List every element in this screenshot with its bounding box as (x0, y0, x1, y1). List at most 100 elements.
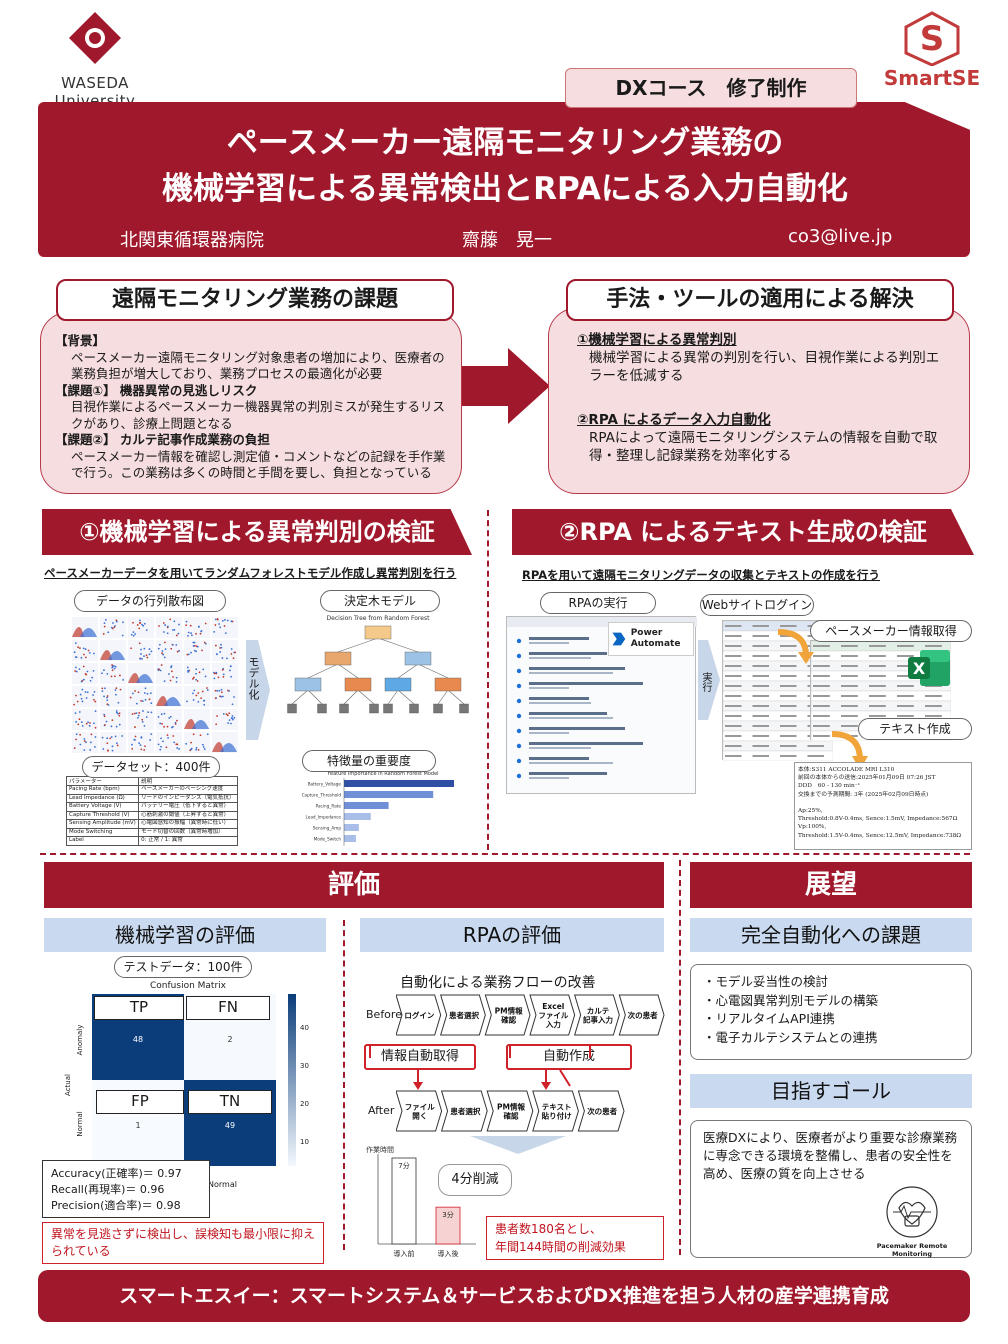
scatter-point (134, 690, 136, 692)
scatter-point (103, 713, 106, 716)
grid-cell (869, 675, 886, 677)
grid-cell (780, 645, 797, 647)
scatter-point (102, 748, 105, 750)
scatter-point (141, 721, 144, 723)
scatter-cell (100, 686, 126, 707)
scatter-point (214, 644, 217, 647)
table-cell: 心筋刺激の閾値（上昇すると異常） (138, 810, 238, 820)
auto-fetch-label: 情報自動取得 (364, 1044, 476, 1070)
scatter-point (80, 721, 83, 724)
scatter-point (76, 700, 79, 703)
rpa-eval-heading: RPAの評価 (360, 918, 664, 952)
scatter-point (199, 734, 202, 737)
reduction-badge: 4分削減 (438, 1164, 512, 1196)
scatter-density (128, 673, 140, 683)
scatter-point (89, 741, 92, 744)
scatter-point (133, 738, 136, 741)
scatter-point (118, 714, 121, 717)
scatter-point (81, 688, 84, 691)
tree-tag: 決定木モデル (320, 590, 440, 612)
scatter-point (192, 641, 195, 644)
scatter-point (202, 743, 204, 746)
scatter-point (77, 646, 79, 649)
grid-cell (869, 665, 886, 667)
pa-step-line (529, 772, 607, 775)
grid-cell (897, 685, 914, 687)
scatter-point (190, 748, 193, 751)
scatter-point (115, 619, 118, 622)
grid-cell (780, 755, 797, 757)
tree-edge (377, 637, 419, 653)
scatter-point (190, 741, 192, 744)
scatter-point (138, 642, 141, 645)
scatter-point (227, 689, 229, 692)
scatter-point (222, 676, 225, 678)
scatter-point (203, 748, 206, 751)
scatter-point (139, 744, 142, 747)
grid-cell (780, 725, 797, 727)
grid-cell (813, 705, 830, 707)
scatter-point (114, 665, 117, 668)
pa-step-icon (516, 713, 522, 719)
scatter-point (113, 667, 116, 670)
scatter-point (78, 718, 81, 721)
scatter-point (88, 651, 91, 654)
scatter-point (218, 689, 221, 692)
scatter-point (222, 673, 225, 676)
scatter-point (229, 665, 232, 668)
grid-cell (897, 665, 914, 667)
tree-edge (387, 689, 399, 705)
flow-step-label: 開く (412, 1112, 427, 1121)
scatter-point (142, 624, 145, 627)
feature-importance-chart: Feature Importance in Random Forest Mode… (298, 768, 468, 848)
run-arrow-label: 実行 (700, 672, 711, 692)
pa-step-line (529, 637, 589, 640)
flow-step-label: ファイル (405, 1103, 435, 1112)
scatter-point (167, 625, 169, 628)
scatter-point (94, 745, 96, 748)
importance-bar (344, 835, 356, 842)
grid-cell (841, 725, 858, 727)
solution1-title: ①機械学習による異常判別 (577, 332, 737, 348)
scatter-point (221, 668, 224, 671)
scatter-point (110, 675, 113, 678)
scatter-point (103, 669, 105, 672)
grid-cell (725, 685, 742, 687)
scatter-point (132, 634, 135, 637)
scatter-point (203, 641, 206, 644)
scatter-point (204, 675, 207, 678)
scatter-point (164, 648, 167, 650)
background-text: ペースメーカー遠隔モニタリング対象患者の増加により、医療者の業務負担が増大してお… (71, 349, 445, 382)
scatter-point (216, 653, 218, 655)
scatter-point (73, 747, 76, 750)
pa-step-line (529, 652, 607, 655)
scatter-point (192, 699, 195, 701)
scatter-point (73, 703, 75, 706)
scatter-point (105, 720, 108, 723)
scatter-cell (128, 686, 154, 707)
scatter-point (220, 646, 223, 649)
flow-step-label: 次の患者 (587, 1106, 617, 1116)
pa-step-icon (516, 653, 522, 659)
scatter-point (87, 649, 90, 652)
grid-cell (925, 645, 942, 647)
scatter-point (119, 688, 122, 691)
scatter-point (197, 700, 200, 703)
challenge-item: ・電子カルテシステムとの連携 (703, 1029, 878, 1045)
scatter-point (94, 700, 97, 703)
goal-box: 医療DXにより、医療者がより重要な診療業務に専念できる環境を整備し、患者の安全性… (690, 1120, 972, 1258)
scatter-point (229, 669, 231, 672)
pa-step-line (529, 672, 613, 674)
scatter-point (163, 680, 166, 683)
scatter-point (130, 633, 133, 636)
scatter-point (203, 699, 206, 702)
chart-data-label: 3分 (442, 1210, 453, 1219)
scatter-point (163, 725, 165, 728)
scatter-point (158, 643, 161, 646)
accuracy: Accuracy(正確率)＝ 0.97 (51, 1167, 182, 1180)
grid-cell (813, 675, 830, 677)
scatter-point (136, 716, 139, 719)
grid-cell (725, 735, 742, 737)
scatter-point (163, 712, 166, 715)
solution-box: ①機械学習による異常判別 機械学習による異常の判別を行い、目視作業による判別エラ… (548, 308, 970, 494)
